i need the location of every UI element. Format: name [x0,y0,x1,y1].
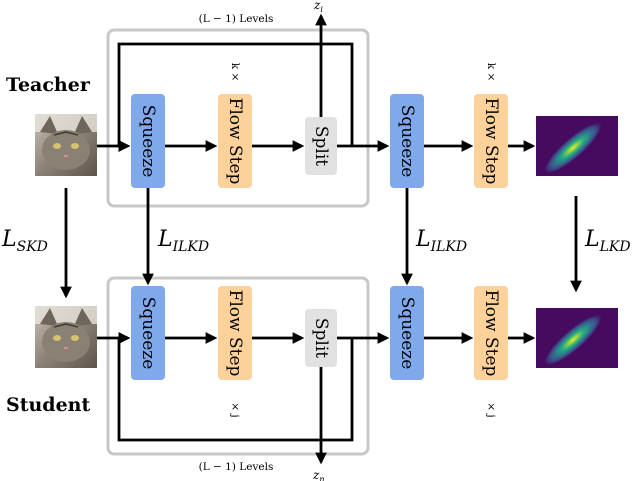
teacher-level-box [106,28,370,208]
cat-teacher-image [35,114,97,176]
times-j-label-2: × j [485,402,497,417]
teacher-arrows [97,13,536,152]
teacher-label: Teacher [6,74,91,96]
distillation-arrows [60,188,582,299]
svg-text:Squeeze: Squeeze [397,105,417,178]
student-level-box [106,276,370,456]
teacher-split: Split [305,117,337,175]
z-n-label: zn [312,468,324,481]
svg-text:Split: Split [311,126,331,166]
svg-text:Squeeze: Squeeze [138,105,158,178]
student-flow-step-1: Flow Step [218,286,252,380]
student-squeeze-2: Squeeze [390,286,424,380]
student-flow-step-2: Flow Step [474,286,508,380]
latent-teacher-heatmap [536,116,618,176]
student-label: Student [6,394,90,416]
svg-text:Split: Split [311,318,331,358]
svg-text:Squeeze: Squeeze [397,297,417,370]
loss-ilkd-label-2: LILKD [415,227,467,255]
svg-text:Flow Step: Flow Step [225,290,245,377]
loss-ilkd-label-1: LILKD [157,227,209,255]
svg-text:Flow Step: Flow Step [481,98,501,185]
k-times-label-2: k × [485,63,497,82]
times-j-label-1: × j [229,402,241,417]
z-i-label: zi [313,0,323,14]
latent-student-heatmap [536,308,618,368]
teacher-squeeze-2: Squeeze [390,94,424,188]
levels-caption-bottom: (L − 1) Levels [199,461,274,473]
svg-text:Squeeze: Squeeze [138,297,158,370]
student-arrows [97,332,536,465]
teacher-flow-step-1: Flow Step [218,94,252,188]
levels-caption-top: (L − 1) Levels [199,13,274,25]
svg-text:Flow Step: Flow Step [225,98,245,185]
student-split: Split [305,309,337,367]
teacher-squeeze-1: Squeeze [131,94,165,188]
teacher-flow-step-2: Flow Step [474,94,508,188]
cat-student-image [35,306,97,368]
k-times-label-1: k × [229,63,241,82]
student-squeeze-1: Squeeze [131,286,165,380]
svg-text:Flow Step: Flow Step [481,290,501,377]
loss-lkd-label: LLKD [584,227,631,255]
loss-skd-label: LSKD [1,227,48,255]
